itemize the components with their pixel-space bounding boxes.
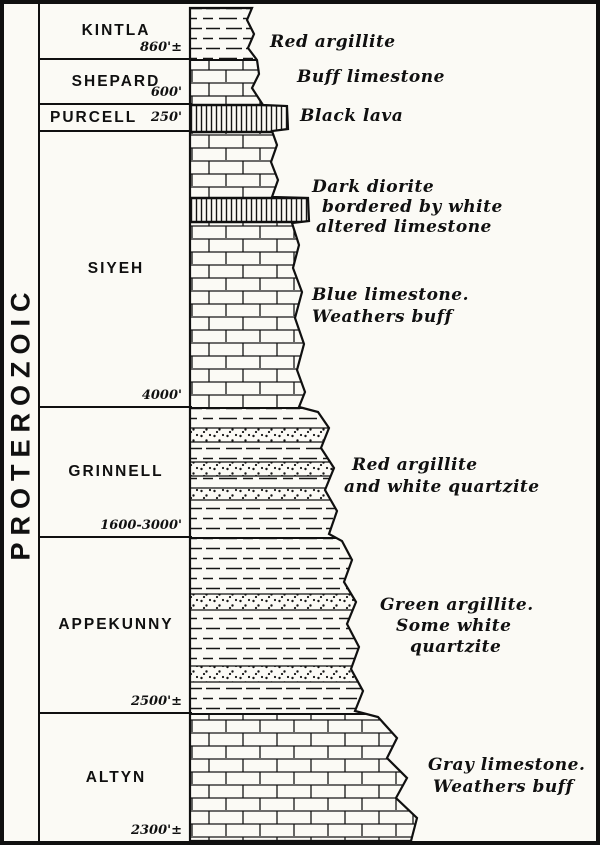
annotation-altyn-line2: Weathers buff: [433, 777, 576, 797]
formation-name: GRINNELL: [68, 463, 164, 480]
formation-name: KINTLA: [81, 22, 151, 39]
formation-cell-appekunny: APPEKUNNY 2500'±: [40, 538, 192, 714]
strat-column-svg: Red argillite Buff limestone Black lava …: [188, 6, 585, 841]
annotation-sill-line2: bordered by white: [322, 197, 503, 217]
lithology-bands: [190, 8, 417, 841]
formation-name: PURCELL: [50, 108, 138, 126]
formation-cell-kintla: KINTLA 860'±: [40, 4, 192, 60]
formation-thickness: 2300'±: [130, 823, 182, 838]
formation-cell-siyeh: SIYEH 4000': [40, 132, 192, 408]
band-altyn-limestone: [190, 714, 417, 841]
annotation-altyn-line1: Gray limestone.: [428, 755, 585, 775]
band-grinnell-argillite: [190, 500, 417, 538]
annotation-sill-line3: altered limestone: [316, 217, 492, 237]
formation-name: SHEPARD: [71, 72, 161, 90]
formation-name: APPEKUNNY: [58, 616, 174, 633]
annotation-purcell: Black lava: [299, 106, 403, 126]
annotation-grinnell-line2: and white quartzite: [344, 477, 540, 497]
formation-cell-purcell: PURCELL 250': [40, 105, 192, 132]
annotation-siyeh-line2: Weathers buff: [312, 307, 455, 327]
annotation-shepard: Buff limestone: [296, 67, 445, 87]
era-column: PROTEROZOIC: [4, 4, 40, 841]
formation-cell-altyn: ALTYN 2300'±: [40, 714, 192, 841]
band-grinnell-quartzite: [190, 428, 417, 442]
formation-thickness: 860'±: [139, 40, 182, 55]
formation-cell-shepard: SHEPARD 600': [40, 60, 192, 105]
formation-thickness: 2500'±: [130, 694, 182, 709]
band-appekunny-argillite: [190, 538, 417, 594]
annotation-appekunny-line3: quartzite: [410, 637, 501, 657]
column-outline: [188, 6, 419, 841]
formation-name: SIYEH: [87, 260, 145, 277]
formation-thickness: 600': [150, 85, 182, 100]
band-appekunny-argillite: [190, 682, 417, 714]
annotation-siyeh-line1: Blue limestone.: [311, 285, 469, 305]
annotation-kintla: Red argillite: [269, 32, 396, 52]
band-appekunny-quartzite: [190, 666, 417, 682]
formation-thickness: 4000': [141, 388, 182, 403]
formation-cell-grinnell: GRINNELL 1600-3000': [40, 408, 192, 538]
annotation-appekunny-line2: Some white: [396, 616, 511, 636]
formation-thickness: 1600-3000': [100, 518, 182, 533]
annotation-grinnell-line1: Red argillite: [351, 455, 478, 475]
annotation-sill-line1: Dark diorite: [311, 177, 434, 197]
formation-name: ALTYN: [85, 768, 147, 786]
formation-thickness: 250': [150, 110, 182, 125]
annotation-appekunny-line1: Green argillite.: [380, 595, 534, 615]
